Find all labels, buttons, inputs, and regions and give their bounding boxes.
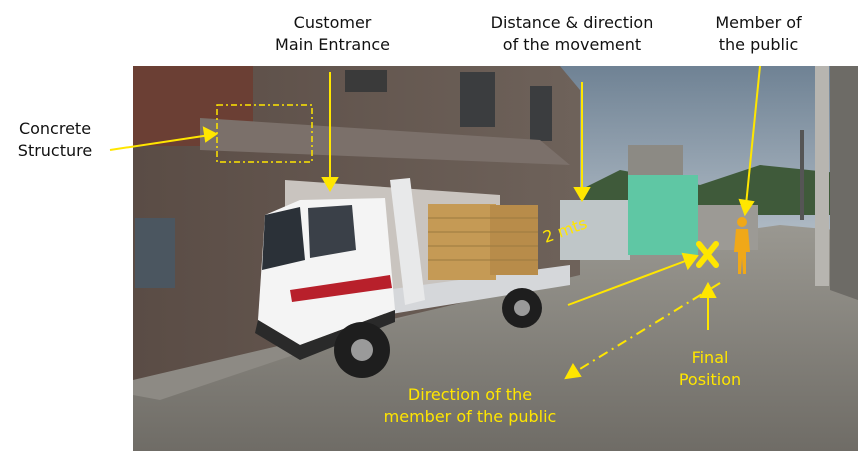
final-position-label: Final Position [678, 348, 742, 389]
public-callout-arrow [745, 65, 761, 206]
member-of-public-label: Member of the public [715, 13, 802, 54]
green-house [628, 175, 698, 255]
direction-member-arrow [574, 282, 721, 373]
x-mark-icon [696, 241, 719, 268]
delivery-truck [255, 178, 570, 378]
concrete-arrow [109, 134, 211, 151]
distance-direction-label: Distance & direction of the movement [490, 13, 654, 54]
cement-bags [428, 204, 496, 280]
concrete-structure-label: Concrete Structure [17, 119, 93, 160]
customer-main-entrance-label: Customer Main Entrance [275, 13, 390, 54]
movement-arrow [567, 259, 689, 306]
direction-member-label: Direction of the member of the public [383, 385, 557, 426]
photo [133, 66, 858, 451]
person-icon [734, 217, 750, 274]
